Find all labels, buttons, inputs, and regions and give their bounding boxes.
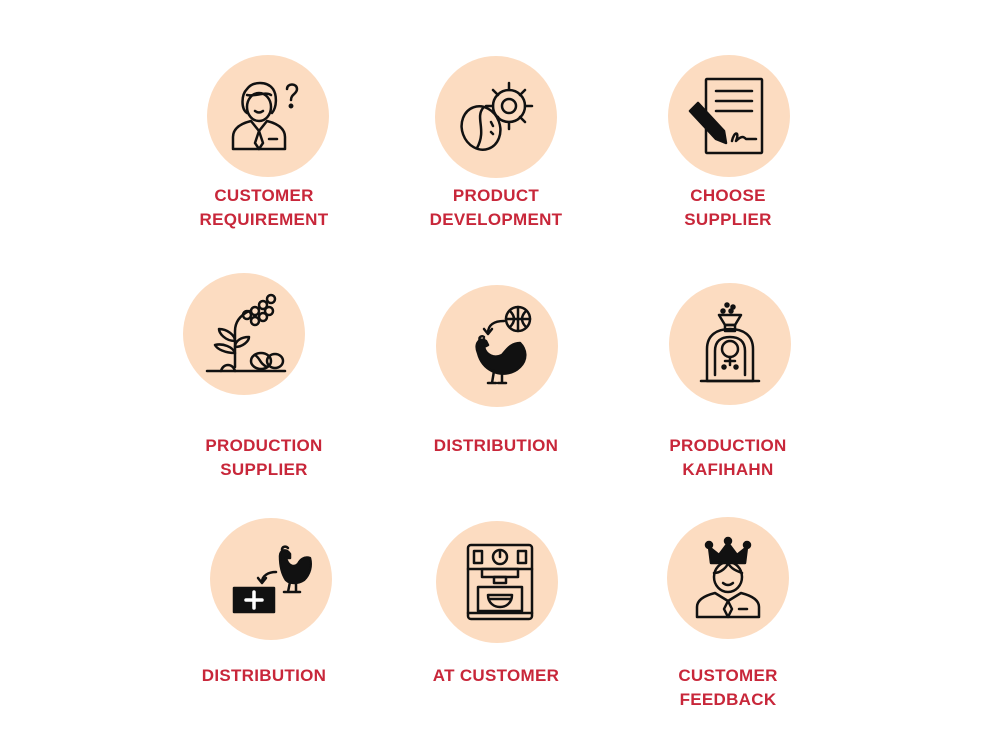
step-1-label-line-2: REQUIREMENT <box>199 210 329 229</box>
coffee-plant-icon <box>205 293 287 373</box>
step-1-label-line-1: CUSTOMER <box>214 186 314 205</box>
step-7-label-line-1: DISTRIBUTION <box>201 666 327 685</box>
globe-rooster-icon <box>475 305 532 385</box>
crowned-person-icon <box>695 536 761 619</box>
rooster-medical-box-icon <box>232 545 312 614</box>
step-5-circle <box>436 285 558 407</box>
step-3-label-line-1: CHOOSE <box>690 186 766 205</box>
person-question-icon <box>231 81 299 151</box>
step-9-circle <box>667 517 789 639</box>
step-2-circle <box>435 56 557 178</box>
step-8-circle <box>436 521 558 643</box>
step-9-label-line-2: FEEDBACK <box>679 690 777 709</box>
step-9-label: CUSTOMER FEEDBACK <box>618 664 838 712</box>
step-6-label-line-1: PRODUCTION <box>669 436 787 455</box>
step-6-label-line-2: KAFIHAHN <box>682 460 774 479</box>
step-5-label-line-1: DISTRIBUTION <box>433 436 559 455</box>
step-8-label: AT CUSTOMER <box>386 664 606 688</box>
step-3-label: CHOOSE SUPPLIER <box>618 184 838 232</box>
step-9-label-line-1: CUSTOMER <box>678 666 778 685</box>
step-2-label-line-2: DEVELOPMENT <box>429 210 563 229</box>
step-4-circle <box>183 273 305 395</box>
roaster-machine-icon <box>699 302 761 383</box>
bean-gear-icon <box>460 81 534 151</box>
step-7-label: DISTRIBUTION <box>154 664 374 688</box>
espresso-machine-icon <box>466 543 534 621</box>
step-3-label-line-2: SUPPLIER <box>684 210 772 229</box>
step-1-circle <box>207 55 329 177</box>
step-1-label: CUSTOMER REQUIREMENT <box>154 184 374 232</box>
step-6-circle <box>669 283 791 405</box>
step-4-label: PRODUCTION SUPPLIER <box>154 434 374 482</box>
step-4-label-line-2: SUPPLIER <box>220 460 308 479</box>
step-7-circle <box>210 518 332 640</box>
step-8-label-line-1: AT CUSTOMER <box>432 666 560 685</box>
contract-pen-icon <box>688 77 764 155</box>
step-4-label-line-1: PRODUCTION <box>205 436 323 455</box>
step-5-label: DISTRIBUTION <box>386 434 606 458</box>
step-6-label: PRODUCTION KAFIHAHN <box>618 434 838 482</box>
step-2-label: PRODUCT DEVELOPMENT <box>386 184 606 232</box>
step-3-circle <box>668 55 790 177</box>
step-2-label-line-1: PRODUCT <box>452 186 540 205</box>
